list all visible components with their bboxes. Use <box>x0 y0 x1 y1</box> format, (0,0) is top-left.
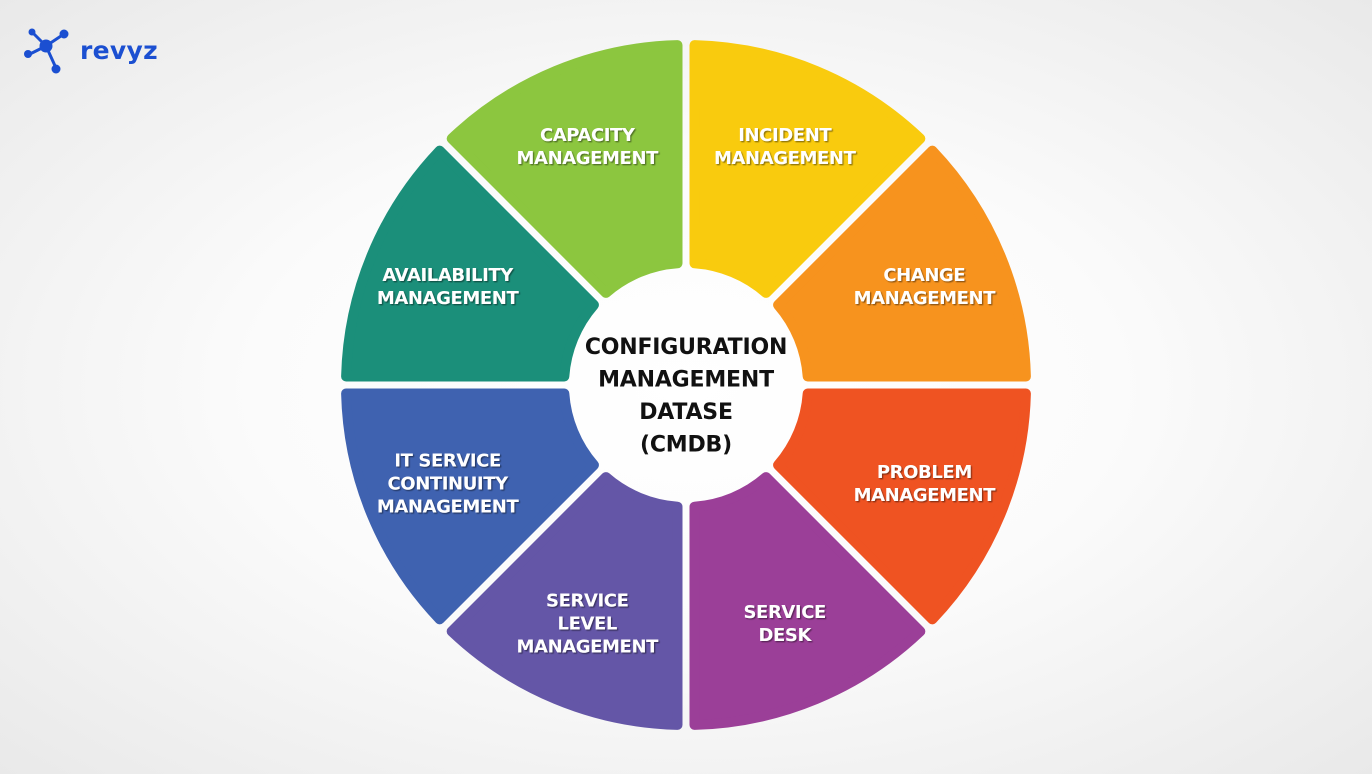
center-title-line: CONFIGURATION <box>585 335 787 360</box>
segment-label-line: INCIDENT <box>738 125 832 146</box>
brand-name: revyz <box>80 35 158 65</box>
segment-label-line: SERVICE <box>743 602 825 623</box>
segment-shape-service-desk <box>689 472 926 730</box>
center-title-line: (CMDB) <box>640 433 732 458</box>
segment-shape-incident <box>689 40 926 298</box>
segment-label-line: PROBLEM <box>877 462 972 483</box>
segment-label-line: CONTINUITY <box>388 474 510 495</box>
segment-label-line: SERVICE <box>546 590 628 611</box>
segment-shape-capacity <box>446 40 683 298</box>
segment-label-line: CAPACITY <box>540 125 636 146</box>
segment-label-line: MANAGEMENT <box>517 148 660 169</box>
segment-label-line: MANAGEMENT <box>714 148 857 169</box>
segment-label-line: MANAGEMENT <box>377 288 520 309</box>
segment-label-line: CHANGE <box>883 265 965 286</box>
segment-shape-change <box>773 145 1031 382</box>
segment-label-line: MANAGEMENT <box>377 497 520 518</box>
segment-label-line: DESK <box>758 625 812 646</box>
segment-label-line: LEVEL <box>558 613 617 634</box>
center-title-line: MANAGEMENT <box>598 368 774 393</box>
brand-logo: revyz <box>22 24 158 80</box>
segment-label-line: MANAGEMENT <box>854 485 997 506</box>
segment-label-line: MANAGEMENT <box>517 636 660 657</box>
segment-label-line: AVAILABILITY <box>382 265 514 286</box>
segment-shape-it-service-continuity <box>341 388 599 625</box>
center-title: CONFIGURATION MANAGEMENT DATASE (CMDB) <box>585 335 787 458</box>
segment-label-line: MANAGEMENT <box>854 288 997 309</box>
segment-label-line: IT SERVICE <box>394 451 501 472</box>
segment-shape-availability <box>341 145 599 382</box>
segment-shape-service-level <box>446 472 683 730</box>
segment-shape-problem <box>773 388 1031 625</box>
center-title-line: DATASE <box>639 400 733 425</box>
molecule-network-icon <box>22 24 74 80</box>
